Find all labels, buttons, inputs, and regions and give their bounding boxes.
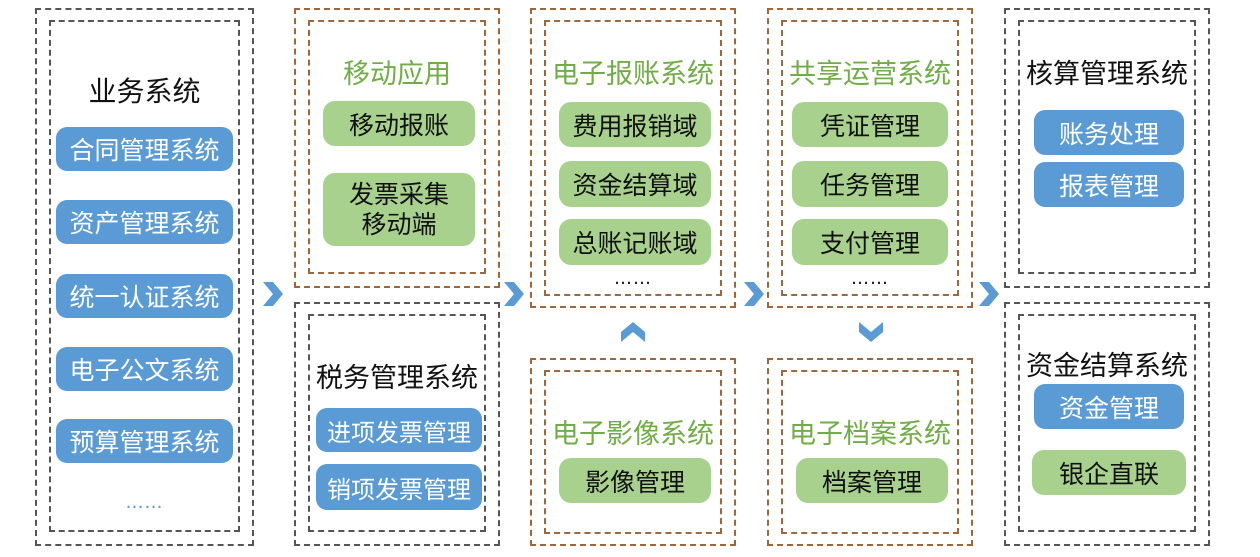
shared-item-task: 任务管理 [792,161,948,207]
mobile-item-invoice-capture: 发票采集 移动端 [323,173,475,246]
mobile-app-title: 移动应用 [343,59,451,90]
shared-more: …… [851,268,889,289]
accounting-system-inner: 核算管理系统 账务处理 报表管理 [1018,20,1196,274]
chevron-right-icon [979,282,999,306]
reimburse-item-general-ledger: 总账记账域 [559,219,711,265]
accounting-item-reports: 报表管理 [1034,162,1184,207]
business-system-inner: 业务系统 合同管理系统 资产管理系统 统一认证系统 电子公文系统 预算管理系统 … [49,20,240,532]
business-item-asset: 资产管理系统 [56,200,233,244]
business-system-outer: 业务系统 合同管理系统 资产管理系统 统一认证系统 电子公文系统 预算管理系统 … [35,8,254,546]
accounting-system-outer: 核算管理系统 账务处理 报表管理 [1004,8,1210,288]
settlement-item-bank-link: 银企直联 [1032,450,1186,495]
chevron-up-icon [621,322,645,342]
image-system-inner: 电子影像系统 影像管理 [544,370,722,534]
tax-system-outer: 税务管理系统 进项发票管理 销项发票管理 [294,302,500,546]
shared-item-payment: 支付管理 [792,219,948,265]
accounting-item-bookkeeping: 账务处理 [1034,110,1184,155]
archive-system-title: 电子档案系统 [789,419,951,450]
reimburse-system-inner: 电子报账系统 费用报销域 资金结算域 总账记账域 …… [544,20,722,296]
tax-system-inner: 税务管理系统 进项发票管理 销项发票管理 [308,314,486,532]
accounting-system-title: 核算管理系统 [1026,59,1188,90]
image-system-title: 电子影像系统 [552,419,714,450]
shared-ops-outer: 共享运营系统 凭证管理 任务管理 支付管理 …… [767,8,973,308]
mobile-app-inner: 移动应用 移动报账 发票采集 移动端 [308,20,486,274]
tax-system-title: 税务管理系统 [316,363,478,394]
chevron-right-icon [504,282,524,306]
reimburse-system-title: 电子报账系统 [552,59,714,90]
chevron-right-icon [744,282,764,306]
business-item-contract: 合同管理系统 [56,127,233,171]
settlement-system-outer: 资金结算系统 资金管理 银企直联 [1004,302,1210,546]
tax-item-input-invoice: 进项发票管理 [316,408,482,452]
shared-ops-title: 共享运营系统 [789,59,951,90]
image-system-outer: 电子影像系统 影像管理 [530,358,736,546]
image-item-management: 影像管理 [559,458,711,503]
reimburse-more: …… [614,268,652,289]
reimburse-item-fund-settlement: 资金结算域 [559,161,711,207]
mobile-item-invoice-line1: 发票采集 [348,179,449,209]
archive-system-outer: 电子档案系统 档案管理 [767,358,973,546]
mobile-item-reimburse: 移动报账 [323,101,475,146]
chevron-down-icon [859,322,883,342]
mobile-item-invoice-line2: 移动端 [361,209,437,239]
shared-ops-inner: 共享运营系统 凭证管理 任务管理 支付管理 …… [781,20,959,296]
settlement-system-inner: 资金结算系统 资金管理 银企直联 [1018,314,1196,532]
mobile-app-outer: 移动应用 移动报账 发票采集 移动端 [294,8,500,288]
archive-item-management: 档案管理 [796,458,948,503]
tax-item-output-invoice: 销项发票管理 [316,464,482,510]
archive-system-inner: 电子档案系统 档案管理 [781,370,959,534]
reimburse-system-outer: 电子报账系统 费用报销域 资金结算域 总账记账域 …… [530,8,736,308]
business-more: …… [125,492,164,513]
settlement-system-title: 资金结算系统 [1026,351,1188,382]
business-item-auth: 统一认证系统 [56,274,233,318]
business-system-title: 业务系统 [88,75,201,108]
reimburse-item-expense: 费用报销域 [559,102,711,147]
chevron-right-icon [263,282,283,306]
business-item-document: 电子公文系统 [56,347,233,391]
settlement-item-fund-management: 资金管理 [1034,384,1184,429]
shared-item-voucher: 凭证管理 [792,102,948,147]
business-item-budget: 预算管理系统 [56,419,233,463]
